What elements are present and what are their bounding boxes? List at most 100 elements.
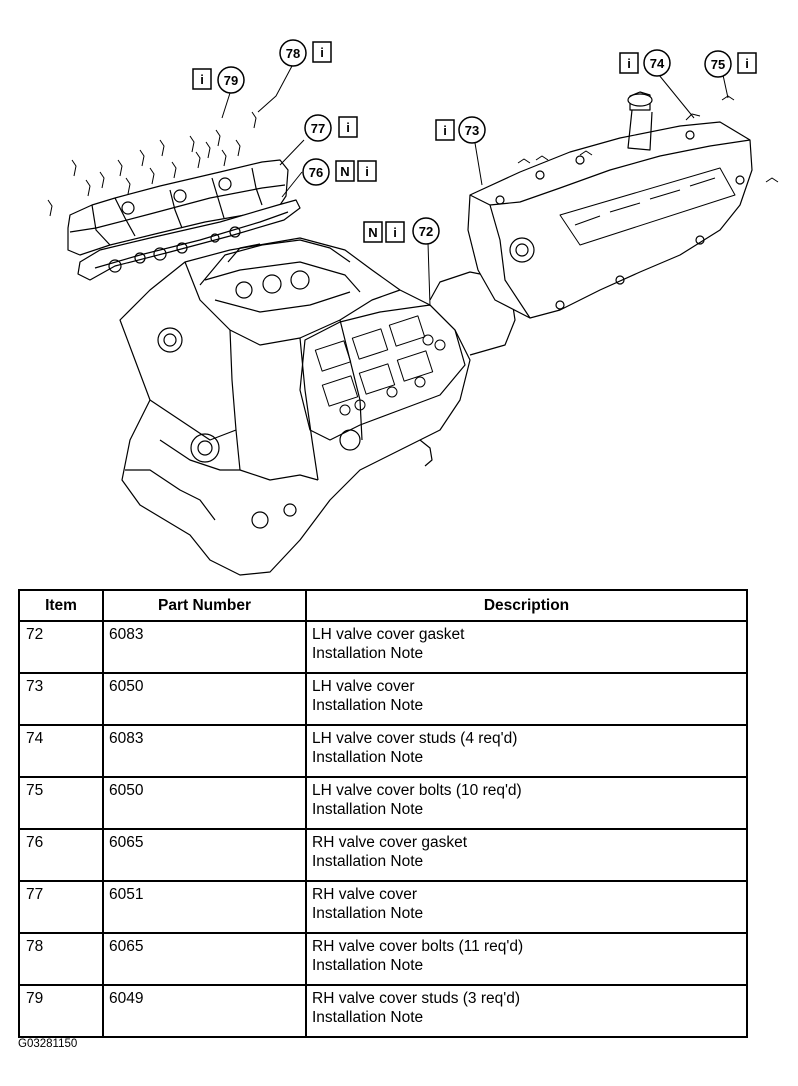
info-badge-icon: i xyxy=(393,225,397,240)
description-cell: RH valve cover bolts (11 req'd) Installat… xyxy=(305,932,748,986)
info-badge-icon: i xyxy=(320,45,324,60)
header-part-number: Part Number xyxy=(102,589,307,622)
info-badge-icon: i xyxy=(443,123,447,138)
item-number: 79 xyxy=(26,990,44,1007)
callout-75: 75 i xyxy=(704,50,757,78)
item-number: 74 xyxy=(26,730,44,747)
callout-number: 76 xyxy=(309,165,323,180)
part-number: 6083 xyxy=(109,626,144,643)
item-cell: 76 xyxy=(18,828,104,882)
description-text: LH valve cover xyxy=(312,678,415,695)
part-number: 6065 xyxy=(109,834,144,851)
table-row: 75 6050 LH valve cover bolts (10 req'd) Ins… xyxy=(18,776,748,830)
lh-valve-cover-illustration xyxy=(467,91,753,319)
description-text: RH valve cover xyxy=(312,886,418,903)
callout-number: 77 xyxy=(311,121,325,136)
callout-78: 78 i xyxy=(279,39,332,67)
callout-number: 75 xyxy=(711,57,725,72)
new-part-badge-icon: N xyxy=(368,225,377,240)
item-cell: 77 xyxy=(18,880,104,934)
installation-note-link[interactable]: Installation Note xyxy=(312,957,424,974)
description-cell: LH valve cover bolts (10 req'd) Installat… xyxy=(305,776,748,830)
installation-note-link[interactable]: Installation Note xyxy=(312,801,424,818)
table-row: 79 6049 RH valve cover studs (3 req'd) Inst… xyxy=(18,984,748,1038)
item-number: 75 xyxy=(26,782,44,799)
parts-table: Item Part Number Description 72 6083 LH va… xyxy=(18,589,748,1038)
part-number: 6050 xyxy=(109,678,144,695)
item-cell: 74 xyxy=(18,724,104,778)
description-cell: LH valve cover studs (4 req'd) Installati… xyxy=(305,724,748,778)
description-text: LH valve cover gasket xyxy=(312,626,465,643)
new-part-badge-icon: N xyxy=(340,164,349,179)
installation-note-link[interactable]: Installation Note xyxy=(312,697,424,714)
part-number-cell: 6065 xyxy=(102,932,307,986)
rh-valve-cover-illustration xyxy=(67,159,289,256)
table-row: 74 6083 LH valve cover studs (4 req'd) Inst… xyxy=(18,724,748,778)
callout-77: 77 i xyxy=(304,114,358,142)
description-text: RH valve cover studs (3 req'd) xyxy=(312,990,520,1007)
rh-valve-cover-gasket-illustration xyxy=(77,199,301,281)
installation-note-link[interactable]: Installation Note xyxy=(312,749,424,766)
engine-exploded-diagram: 78 i i 79 77 i 76 N i N i 72 i 73 xyxy=(47,39,779,576)
figure-code: G03281150 xyxy=(18,1038,78,1050)
part-number: 6050 xyxy=(109,782,144,799)
item-cell: 75 xyxy=(18,776,104,830)
item-number: 76 xyxy=(26,834,44,851)
description-text: LH valve cover studs (4 req'd) xyxy=(312,730,518,747)
item-number: 72 xyxy=(26,626,44,643)
info-badge-icon: i xyxy=(745,56,749,71)
part-number-cell: 6065 xyxy=(102,828,307,882)
callout-number: 78 xyxy=(286,46,300,61)
part-number: 6083 xyxy=(109,730,144,747)
installation-note-link[interactable]: Installation Note xyxy=(312,853,424,870)
engine-block-illustration xyxy=(119,237,516,576)
info-badge-icon: i xyxy=(627,56,631,71)
part-number-cell: 6050 xyxy=(102,776,307,830)
callout-72: N i 72 xyxy=(363,217,440,245)
header-description: Description xyxy=(305,589,748,622)
item-cell: 73 xyxy=(18,672,104,726)
item-number: 77 xyxy=(26,886,44,903)
part-number-cell: 6050 xyxy=(102,672,307,726)
part-number: 6065 xyxy=(109,938,144,955)
callout-73: i 73 xyxy=(435,116,486,144)
table-header-row: Item Part Number Description xyxy=(18,589,748,622)
part-number-cell: 6083 xyxy=(102,620,307,674)
info-badge-icon: i xyxy=(365,164,369,179)
part-number-cell: 6051 xyxy=(102,880,307,934)
part-number: 6051 xyxy=(109,886,144,903)
table-row: 78 6065 RH valve cover bolts (11 req'd) Ins… xyxy=(18,932,748,986)
part-number-cell: 6049 xyxy=(102,984,307,1038)
callout-number: 73 xyxy=(465,123,479,138)
callout-76: 76 N i xyxy=(302,158,377,186)
info-badge-icon: i xyxy=(200,72,204,87)
part-number-cell: 6083 xyxy=(102,724,307,778)
installation-note-link[interactable]: Installation Note xyxy=(312,1009,424,1026)
rh-cover-bolts-illustration xyxy=(47,111,257,217)
callout-number: 74 xyxy=(650,56,665,71)
item-cell: 78 xyxy=(18,932,104,986)
description-text: RH valve cover bolts (11 req'd) xyxy=(312,938,524,955)
item-number: 73 xyxy=(26,678,44,695)
header-item: Item xyxy=(18,589,104,622)
part-number: 6049 xyxy=(109,990,144,1007)
item-cell: 72 xyxy=(18,620,104,674)
callout-74: i 74 xyxy=(619,49,671,77)
installation-note-link[interactable]: Installation Note xyxy=(312,645,424,662)
installation-note-link[interactable]: Installation Note xyxy=(312,905,424,922)
callout-number: 79 xyxy=(224,73,238,88)
callout-79: i 79 xyxy=(192,66,245,94)
description-text: LH valve cover bolts (10 req'd) xyxy=(312,782,522,799)
item-number: 78 xyxy=(26,938,44,955)
description-text: RH valve cover gasket xyxy=(312,834,468,851)
item-cell: 79 xyxy=(18,984,104,1038)
callout-number: 72 xyxy=(419,224,433,239)
